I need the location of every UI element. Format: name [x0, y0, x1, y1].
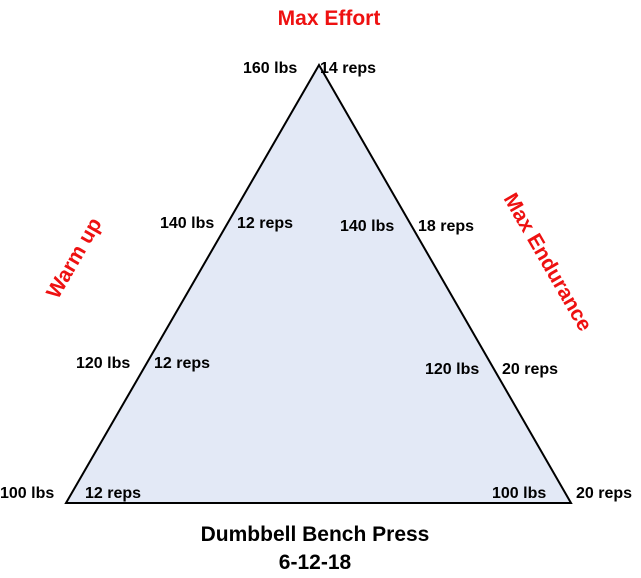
diagram-date: 6-12-18: [279, 551, 352, 574]
top-reps: 14 reps: [320, 60, 376, 77]
left-reps-120: 12 reps: [154, 355, 210, 372]
right-weight-120: 120 lbs: [425, 361, 479, 378]
right-reps-100: 20 reps: [576, 485, 632, 502]
left-weight-120: 120 lbs: [76, 355, 130, 372]
warm-up-label: Warm up: [42, 214, 106, 303]
right-weight-100: 100 lbs: [492, 485, 546, 502]
right-reps-140: 18 reps: [418, 218, 474, 235]
max-effort-label: Max Effort: [278, 7, 381, 30]
left-reps-140: 12 reps: [237, 215, 293, 232]
left-weight-100: 100 lbs: [0, 485, 54, 502]
top-weight: 160 lbs: [243, 60, 297, 77]
left-weight-140: 140 lbs: [160, 215, 214, 232]
right-weight-140: 140 lbs: [340, 218, 394, 235]
max-endurance-label: Max Endurance: [499, 189, 597, 335]
pyramid-triangle: [64, 62, 573, 504]
left-reps-100: 12 reps: [85, 485, 141, 502]
right-reps-120: 20 reps: [502, 361, 558, 378]
diagram-title: Dumbbell Bench Press: [201, 523, 430, 546]
